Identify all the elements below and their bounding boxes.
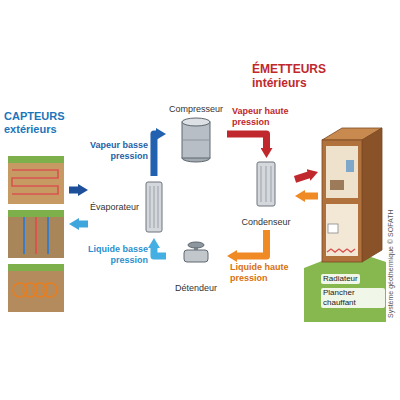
soil bbox=[8, 156, 64, 204]
compressor: Compresseur bbox=[166, 102, 227, 164]
evaporator: Évaporateur bbox=[88, 176, 164, 238]
flow-label: Vapeur haute pression bbox=[232, 106, 296, 128]
horizontal-loop bbox=[12, 170, 58, 194]
collector-group: CAPTEURS extérieurs bbox=[4, 108, 69, 322]
group-heading: ÉMETTEURS intérieurs bbox=[252, 62, 352, 90]
radiator bbox=[328, 224, 338, 233]
condenser: Condenseur bbox=[238, 158, 295, 230]
plate-ridges bbox=[150, 186, 158, 228]
ground-tile bbox=[8, 210, 64, 258]
flow-label: Liquide basse pression bbox=[86, 244, 148, 266]
part-label: Plancher chauffant bbox=[321, 288, 385, 308]
expansion-valve: Détendeur bbox=[166, 240, 227, 296]
vertical-probe bbox=[35, 217, 37, 254]
component-label: Condenseur bbox=[238, 216, 294, 228]
vertical-probe bbox=[47, 217, 49, 254]
cylinder-band bbox=[182, 140, 210, 141]
valve-body bbox=[184, 250, 208, 262]
plate-exchanger bbox=[146, 182, 162, 232]
refrigerant-pipe bbox=[154, 134, 158, 176]
cylinder-top bbox=[182, 118, 210, 126]
cylinder-body bbox=[182, 122, 210, 158]
condenser-symbol bbox=[257, 162, 275, 206]
soil bbox=[8, 264, 64, 312]
copyright-note: Système géothermique © SOFATH bbox=[387, 209, 395, 318]
floor-heating bbox=[327, 249, 355, 252]
soil bbox=[8, 210, 64, 258]
ground-tile bbox=[8, 264, 64, 312]
refrigerant-pipe bbox=[227, 134, 267, 150]
upper-room bbox=[326, 146, 358, 198]
evaporator-symbol bbox=[146, 182, 162, 232]
furniture bbox=[330, 180, 344, 190]
valve-symbol bbox=[184, 242, 208, 262]
front-wall bbox=[322, 140, 362, 262]
refrigerant-pipe bbox=[77, 220, 88, 227]
part-label: Radiateur bbox=[321, 274, 360, 284]
flow-label: Vapeur basse pression bbox=[86, 140, 148, 162]
refrigerant-pipe bbox=[303, 192, 318, 199]
component-label: Détendeur bbox=[166, 282, 226, 294]
plate-exchanger bbox=[257, 162, 275, 206]
vertical-probe bbox=[23, 217, 25, 254]
plate-ridges bbox=[261, 166, 271, 202]
side-wall bbox=[362, 128, 382, 262]
flow-label: Liquide haute pression bbox=[230, 262, 298, 284]
group-heading: CAPTEURS extérieurs bbox=[4, 110, 68, 136]
refrigerant-pipe bbox=[154, 246, 166, 256]
refrigerant-pipe bbox=[295, 174, 310, 179]
grass-strip bbox=[8, 264, 64, 271]
ground-tile bbox=[8, 156, 64, 204]
coil bbox=[43, 283, 57, 297]
grass-strip bbox=[8, 210, 64, 217]
valve-knob bbox=[188, 242, 204, 248]
refrigerant-pipe bbox=[235, 230, 267, 256]
window bbox=[346, 160, 354, 172]
grass-strip bbox=[8, 156, 64, 163]
component-label: Évaporateur bbox=[90, 201, 139, 213]
house-illustration bbox=[304, 128, 386, 322]
lower-room bbox=[326, 204, 358, 256]
compressor-symbol bbox=[182, 118, 210, 162]
refrigerant-pipe bbox=[69, 186, 80, 193]
component-label: Compresseur bbox=[166, 103, 226, 115]
